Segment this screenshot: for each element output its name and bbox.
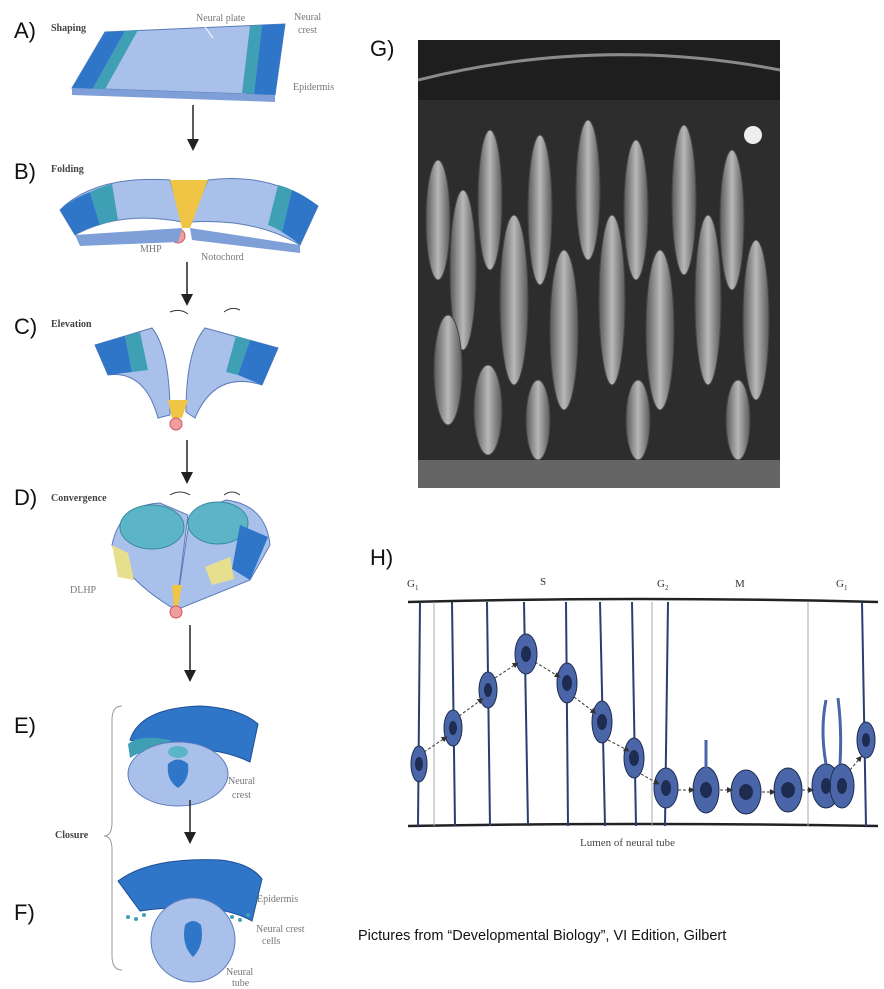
lumen-label: Lumen of neural tube — [580, 838, 675, 849]
source-credit: Pictures from “Developmental Biology”, V… — [358, 928, 726, 944]
